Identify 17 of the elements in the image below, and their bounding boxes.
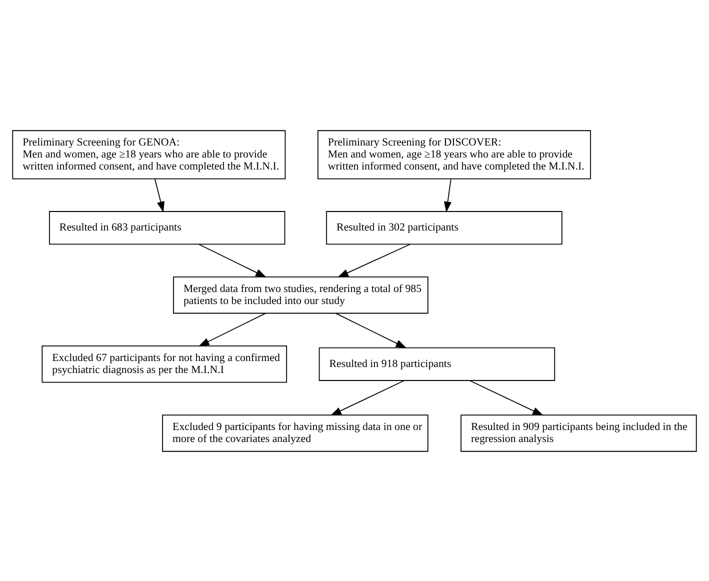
node-box: Preliminary Screening for GENOA: Men and women, age ≥18 years who are able to provide written informed consent, and have completed the M.I.N.I.: [12, 130, 286, 179]
arrow: [330, 380, 405, 416]
node-box: Excluded 67 participants for not having a confirmed psychiatric diagnosis as per the M.I.N.I: [42, 345, 288, 382]
arrow: [198, 243, 266, 277]
arrow: [154, 178, 164, 212]
node-box: Resulted in 302 participants: [326, 210, 562, 244]
node-box: Excluded 9 participants for having missing data in one or more of the covariates analyzed: [162, 414, 428, 452]
node-box: Preliminary Screening for DISCOVER: Men and women, age ≥18 years who are able to provide written informed consent, and have completed the M.I.N.I.: [317, 130, 591, 179]
arrow: [444, 178, 452, 212]
arrow: [335, 312, 407, 348]
arrow: [338, 243, 411, 277]
node-box: Resulted in 909 participants being included in the regression analysis: [460, 414, 697, 452]
node-box: Resulted in 918 participants: [318, 346, 556, 380]
node-box: Merged data from two studies, rendering a total of 985 patients to be included into our study: [173, 276, 428, 314]
arrow: [198, 312, 266, 346]
arrow: [469, 380, 544, 416]
node-box: Resulted in 683 participants: [48, 210, 286, 244]
